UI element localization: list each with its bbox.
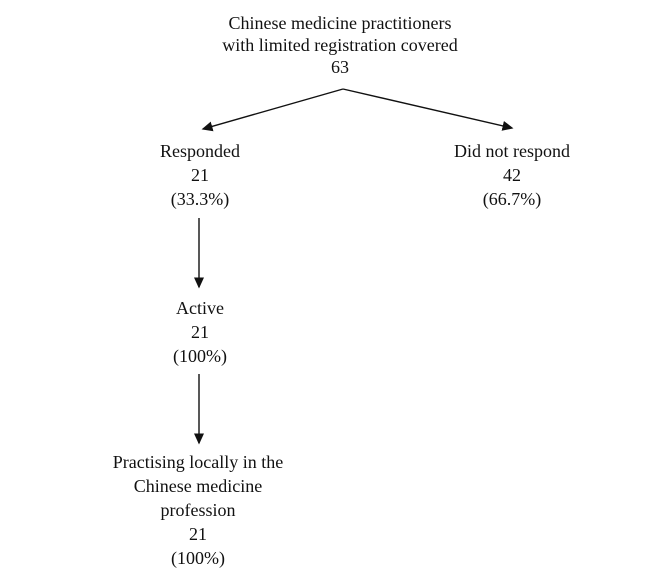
node-root-count: 63 <box>331 57 349 77</box>
node-responded-percent: (33.3%) <box>170 189 230 209</box>
node-did-not-respond: Did not respond 42 (66.7%) <box>412 139 612 211</box>
node-did-not-respond-count: 42 <box>503 165 521 185</box>
node-practising-line3: profession <box>160 500 236 520</box>
node-root-line2: with limited registration covered <box>222 35 458 55</box>
node-practising: Practising locally in the Chinese medici… <box>68 450 328 570</box>
arrow-root-to-did-not-respond <box>342 88 514 131</box>
node-responded-label: Responded <box>160 141 240 161</box>
node-active-label: Active <box>176 298 224 318</box>
node-practising-line1: Practising locally in the <box>112 452 284 472</box>
node-practising-line2: Chinese medicine <box>133 476 263 496</box>
node-did-not-respond-label: Did not respond <box>454 141 570 161</box>
node-responded: Responded 21 (33.3%) <box>100 139 300 211</box>
node-practising-percent: (100%) <box>171 548 225 568</box>
node-responded-count: 21 <box>191 165 209 185</box>
node-root: Chinese medicine practitioners with limi… <box>178 12 502 78</box>
node-practising-count: 21 <box>189 524 207 544</box>
node-active-percent: (100%) <box>173 346 227 366</box>
node-active: Active 21 (100%) <box>100 296 300 368</box>
arrow-root-to-responded <box>201 88 344 132</box>
node-active-count: 21 <box>191 322 209 342</box>
node-did-not-respond-percent: (66.7%) <box>482 189 542 209</box>
node-root-line1: Chinese medicine practitioners <box>228 13 452 33</box>
